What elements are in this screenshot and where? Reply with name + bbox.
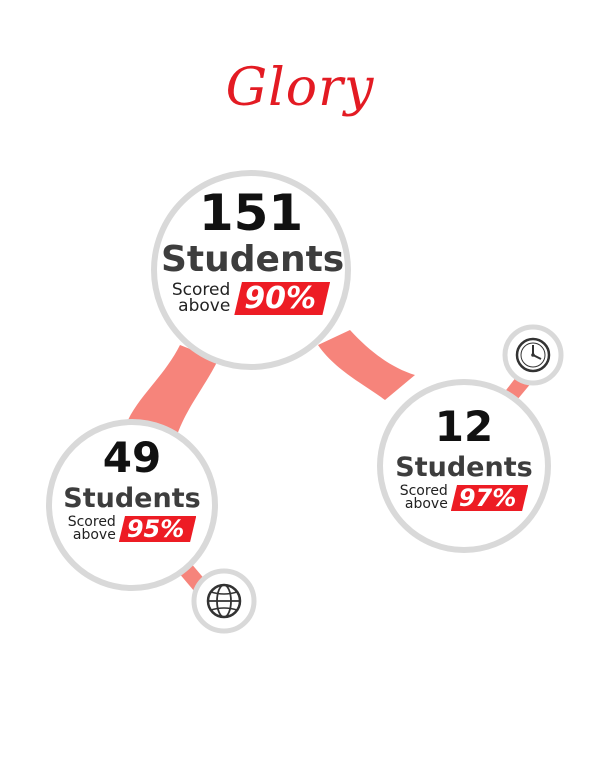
stat-count: 12 [434, 402, 494, 451]
score-row: Scored above 90% [161, 282, 341, 315]
bubble-left-ring [46, 419, 218, 591]
score-label-line2: above [178, 295, 231, 316]
page-title: Glory [225, 58, 375, 118]
stat-count: 49 [102, 433, 162, 482]
score-label: Scored above [171, 280, 231, 316]
score-row: Scored above 97% [389, 485, 539, 511]
score-label-line1: Scored [399, 483, 448, 500]
stat-unit: Students [63, 483, 201, 514]
score-label-line2: above [72, 527, 116, 543]
clock-icon [515, 337, 551, 373]
connector-top-left [128, 345, 218, 438]
percent-badge: 97% [450, 485, 529, 511]
stat-bubble-left: 49 Students Scored above 95% [57, 437, 207, 542]
percent-badge: 90% [234, 282, 331, 315]
globe-icon [206, 583, 242, 619]
stat-unit: Students [161, 239, 345, 280]
percent-badge: 95% [118, 516, 197, 542]
score-label: Scored above [67, 514, 116, 543]
score-row: Scored above 95% [57, 516, 207, 542]
score-label-line1: Scored [67, 514, 116, 531]
score-label-line2: above [404, 496, 448, 512]
score-label: Scored above [399, 483, 448, 512]
score-label-line1: Scored [171, 280, 231, 301]
stat-bubble-top: 151 Students Scored above 90% [161, 184, 345, 315]
bubble-top-ring [151, 170, 351, 370]
stat-unit: Students [395, 452, 533, 483]
stat-count: 151 [198, 184, 304, 242]
connector-top-right [318, 330, 415, 400]
stat-bubble-right: 12 Students Scored above 97% [389, 406, 539, 511]
